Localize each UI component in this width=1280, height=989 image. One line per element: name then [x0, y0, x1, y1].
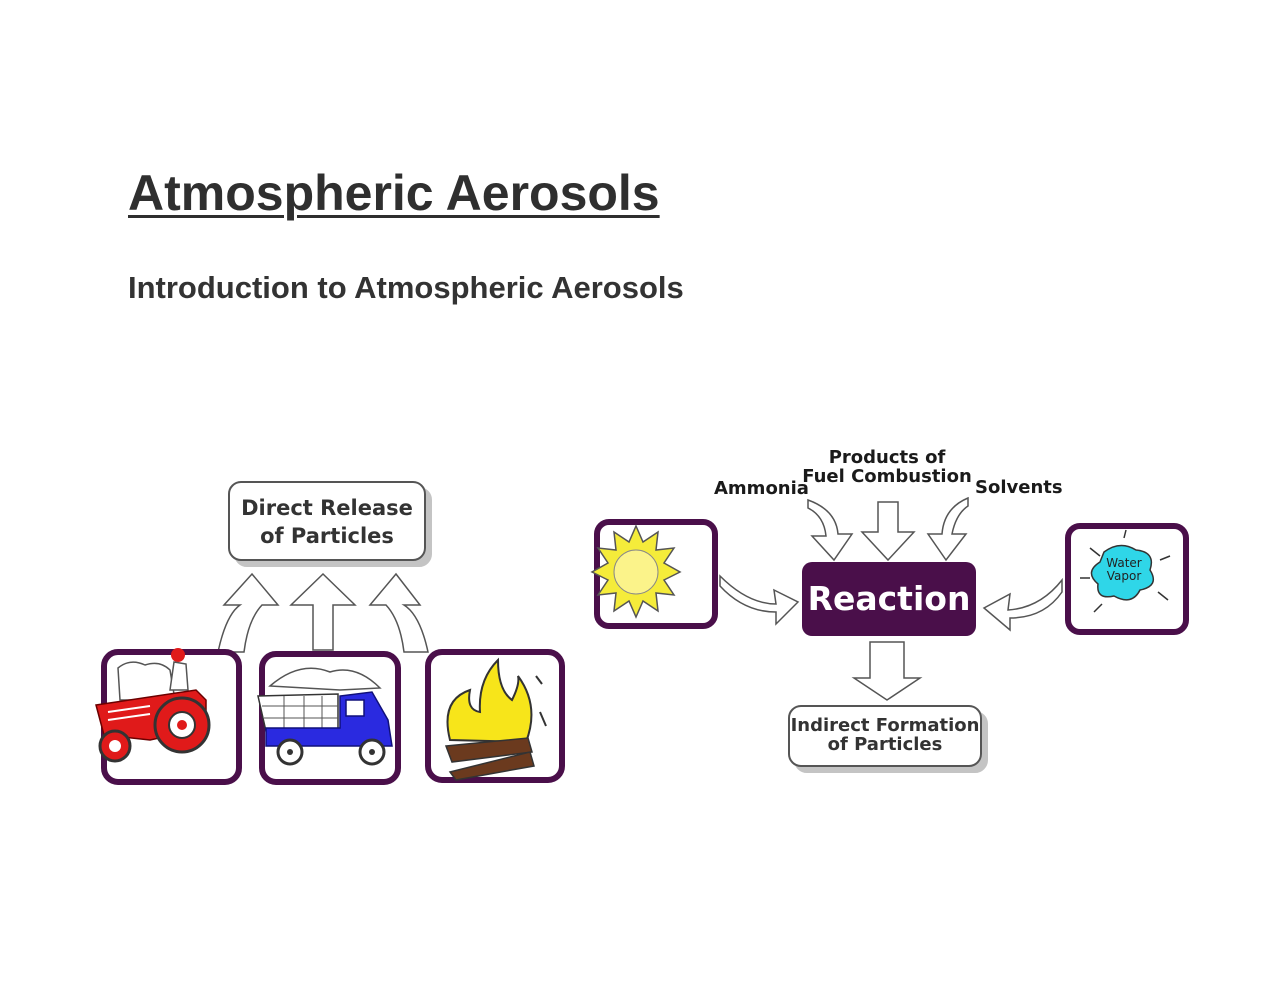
arrow-up-left [217, 572, 280, 653]
ammonia-label: Ammonia [714, 478, 809, 499]
direct-release-label-1: Direct Release [241, 496, 413, 520]
water-vapor-label-2: Vapor [1107, 569, 1142, 583]
arrow-up-right [368, 572, 429, 653]
truck-icon [257, 651, 401, 785]
reaction-label: Reaction [808, 579, 971, 618]
solvents-label: Solvents [975, 477, 1063, 498]
arrow-reaction-to-indirect [851, 641, 923, 701]
arrow-from-fuel [860, 501, 916, 562]
arrow-sun-to-reaction [719, 574, 800, 626]
input-arrows [807, 496, 969, 562]
page-subtitle: Introduction to Atmospheric Aerosols [128, 270, 684, 305]
water-vapor-icon: Water Vapor [1065, 523, 1189, 635]
direct-release-box: Direct Release of Particles [228, 481, 426, 561]
tractor-icon [95, 648, 242, 785]
water-vapor-label-1: Water [1106, 556, 1142, 570]
arrow-up-center [289, 572, 357, 651]
fuel-combustion-label-2: Fuel Combustion [802, 466, 972, 487]
indirect-formation-box: Indirect Formation of Particles [788, 705, 982, 767]
sun-icon [590, 519, 718, 629]
indirect-formation-label-1: Indirect Formation [791, 715, 980, 736]
page-title: Atmospheric Aerosols [128, 165, 660, 221]
arrow-vapor-to-reaction [982, 577, 1063, 632]
arrow-from-solvents [926, 496, 969, 562]
input-labels: Ammonia Products of Fuel Combustion Solv… [714, 447, 1063, 499]
direct-release-arrows [217, 572, 429, 653]
fuel-combustion-label-1: Products of [829, 447, 946, 468]
reaction-box: Reaction [802, 562, 976, 636]
indirect-formation-label-2: of Particles [828, 734, 943, 755]
arrow-from-ammonia [807, 498, 854, 562]
campfire-icon [425, 649, 565, 783]
direct-release-label-2: of Particles [260, 524, 394, 548]
